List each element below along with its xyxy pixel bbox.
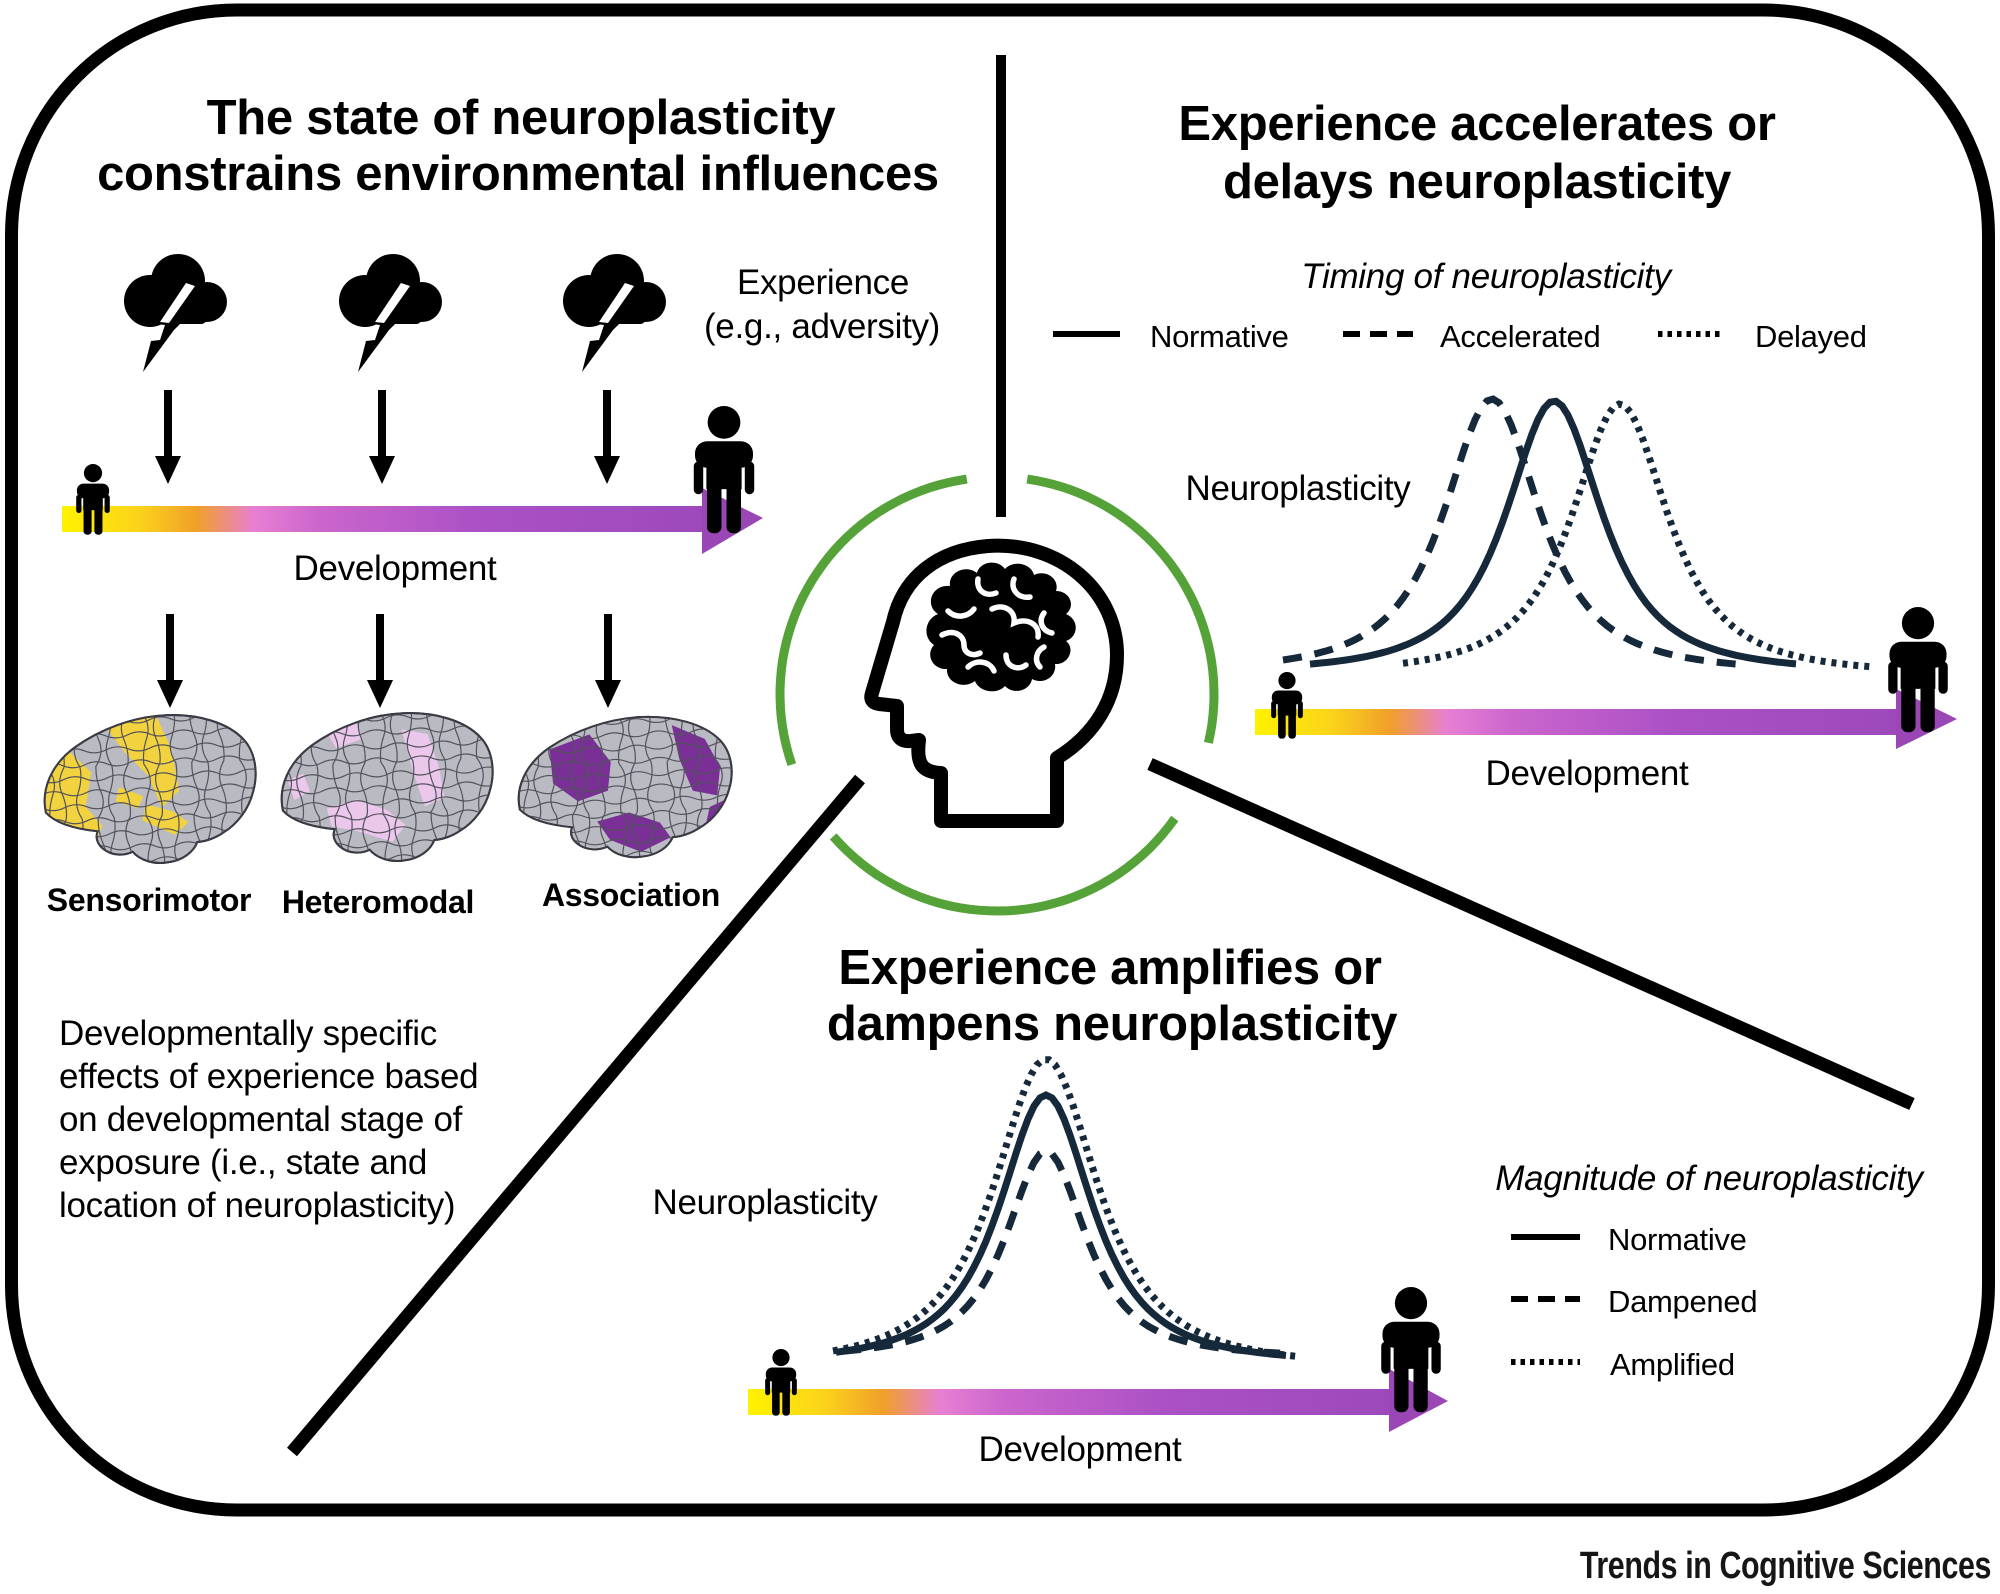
svg-text:Normative: Normative	[1608, 1222, 1747, 1257]
svg-text:Experience: Experience	[737, 263, 909, 302]
svg-text:location of neuroplasticity): location of neuroplasticity)	[59, 1186, 455, 1225]
svg-text:Dampened: Dampened	[1608, 1284, 1757, 1319]
svg-text:Development: Development	[1486, 754, 1689, 793]
svg-text:Delayed: Delayed	[1755, 319, 1867, 354]
svg-text:Magnitude of neuroplasticity: Magnitude of neuroplasticity	[1495, 1159, 1925, 1198]
svg-text:Trends in Cognitive Sciences: Trends in Cognitive Sciences	[1580, 1545, 1991, 1587]
svg-text:delays neuroplasticity: delays neuroplasticity	[1223, 155, 1731, 209]
svg-text:Development: Development	[979, 1430, 1182, 1469]
svg-text:The state of neuroplasticity: The state of neuroplasticity	[207, 91, 836, 145]
svg-text:Neuroplasticity: Neuroplasticity	[1185, 469, 1411, 508]
svg-text:Neuroplasticity: Neuroplasticity	[652, 1183, 878, 1222]
svg-text:Development: Development	[294, 549, 497, 588]
svg-text:Normative: Normative	[1150, 319, 1289, 354]
svg-text:Timing of neuroplasticity: Timing of neuroplasticity	[1301, 257, 1673, 296]
svg-text:Amplified: Amplified	[1610, 1347, 1735, 1382]
svg-text:Developmentally specific: Developmentally specific	[59, 1014, 437, 1053]
svg-text:Association: Association	[542, 877, 720, 913]
svg-text:Sensorimotor: Sensorimotor	[47, 882, 251, 918]
svg-text:Accelerated: Accelerated	[1440, 319, 1600, 354]
svg-text:exposure (i.e., state and: exposure (i.e., state and	[59, 1143, 427, 1182]
svg-text:Heteromodal: Heteromodal	[282, 884, 474, 920]
svg-text:constrains environmental influ: constrains environmental influences	[97, 147, 939, 201]
svg-text:dampens neuroplasticity: dampens neuroplasticity	[827, 997, 1397, 1051]
svg-text:Experience amplifies or: Experience amplifies or	[838, 941, 1381, 995]
svg-text:on developmental stage of: on developmental stage of	[59, 1100, 463, 1139]
svg-text:(e.g., adversity): (e.g., adversity)	[704, 307, 940, 346]
svg-text:Experience accelerates or: Experience accelerates or	[1178, 97, 1775, 151]
svg-text:effects of experience based: effects of experience based	[59, 1057, 478, 1096]
